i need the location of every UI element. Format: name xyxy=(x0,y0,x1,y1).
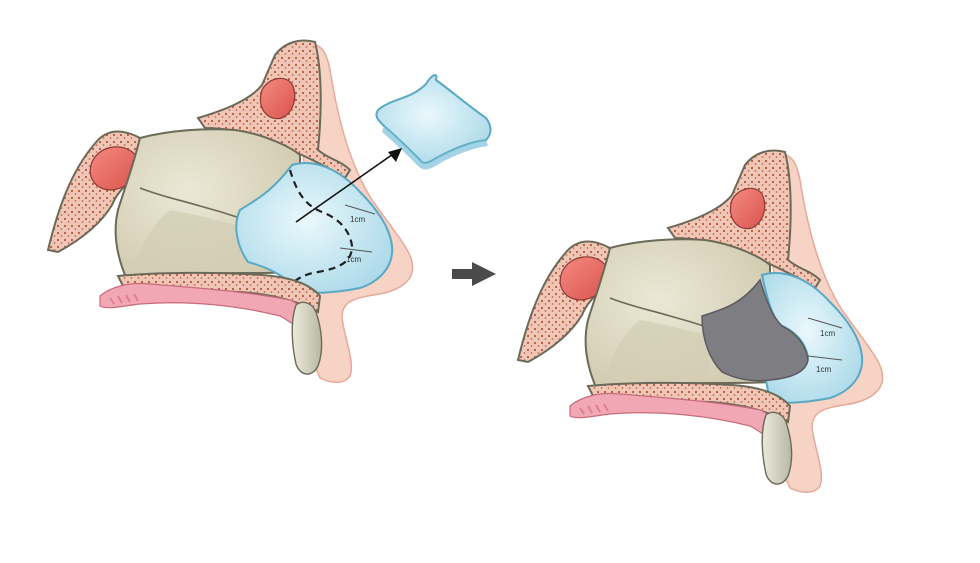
measure-label-lower: 1cm xyxy=(816,365,831,374)
measure-line-upper xyxy=(807,317,843,329)
graft-thickness xyxy=(382,126,488,170)
measure-line-upper xyxy=(344,204,376,215)
frontal-sinus xyxy=(729,187,766,230)
septal-cartilage xyxy=(235,162,394,294)
measure-line-lower xyxy=(339,247,373,253)
diagonal-arrow-icon xyxy=(295,148,402,223)
right-arrow-icon xyxy=(452,262,496,286)
measure-label-upper: 1cm xyxy=(350,215,365,224)
harvested-defect xyxy=(701,278,809,382)
palate-rugae xyxy=(579,403,609,415)
measure-label-upper: 1cm xyxy=(820,329,835,338)
incisor-tooth xyxy=(761,411,793,485)
palate-rugae xyxy=(109,293,139,305)
harvest-outline xyxy=(287,169,354,289)
frontal-sinus xyxy=(259,77,296,120)
after-panel: 1cm 1cm xyxy=(516,149,884,493)
measure-label-lower: 1cm xyxy=(346,255,361,264)
extracted-cartilage-graft xyxy=(375,74,492,164)
vomer-shading xyxy=(598,320,710,392)
ethmoid-vomer-seam xyxy=(139,187,241,219)
measure-line-lower xyxy=(807,355,843,361)
incisor-tooth xyxy=(291,301,323,375)
before-panel: 1cm 1cm xyxy=(46,39,414,383)
vomer-shading xyxy=(128,210,240,282)
ethmoid-vomer-seam xyxy=(609,297,711,329)
